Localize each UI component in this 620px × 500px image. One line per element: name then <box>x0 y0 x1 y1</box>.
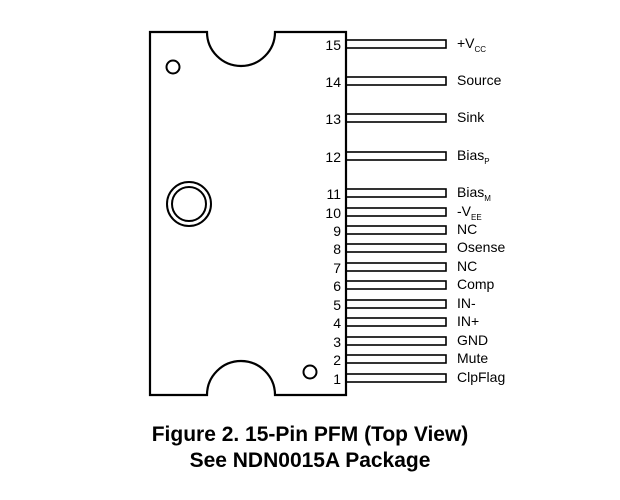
pin-name: IN- <box>457 295 476 311</box>
pin-14: 14 Source <box>325 72 501 90</box>
pin-name-main: Comp <box>457 276 495 292</box>
pin-4: 4 IN+ <box>333 313 479 331</box>
pin-lead <box>345 262 447 272</box>
pin-name: NC <box>457 221 477 237</box>
pin-10: 10 -VEE <box>325 203 481 222</box>
pin-name-main: Bias <box>457 184 484 200</box>
pin-15: 15 +VCC <box>325 35 486 54</box>
package-body <box>148 30 348 397</box>
pin-name: IN+ <box>457 313 479 329</box>
pin-lead <box>345 336 447 346</box>
pin-number: 13 <box>325 111 341 127</box>
pin-name-main: Osense <box>457 239 505 255</box>
pin-number: 15 <box>325 37 341 53</box>
pin-12: 12 BiasP <box>325 147 489 166</box>
pin-lead <box>345 354 447 364</box>
pin-name-main: Bias <box>457 147 484 163</box>
pin-number: 3 <box>333 334 341 350</box>
pin-1: 1 ClpFlag <box>333 369 505 387</box>
pin-number: 4 <box>333 315 341 331</box>
pin-name: GND <box>457 332 488 348</box>
pin-9: 9 NC <box>333 221 477 239</box>
pin-lead <box>345 188 447 198</box>
mounting-hole-inner <box>171 186 207 222</box>
pin-number: 10 <box>325 205 341 221</box>
pin-name: Sink <box>457 109 485 125</box>
pin-6: 6 Comp <box>333 276 494 294</box>
pin-13: 13 Sink <box>325 109 485 127</box>
pin-number: 6 <box>333 278 341 294</box>
pin1-indicator-dot <box>302 364 318 380</box>
pin-name-main: Source <box>457 72 502 88</box>
pin-number: 9 <box>333 223 341 239</box>
pin-lead <box>345 76 447 86</box>
mounting-hole-outer <box>166 181 212 227</box>
pin-lead <box>345 225 447 235</box>
pin-name-main: IN+ <box>457 313 479 329</box>
pin-7: 7 NC <box>333 258 477 276</box>
pin-name-main: ClpFlag <box>457 369 505 385</box>
pin-name: Source <box>457 72 502 88</box>
pin-name: -VEE <box>457 203 482 222</box>
pin-lead <box>345 280 447 290</box>
pin-number: 2 <box>333 352 341 368</box>
pin-number: 5 <box>333 297 341 313</box>
pin-name-main: Mute <box>457 350 488 366</box>
pin-lead <box>345 39 447 49</box>
pin-name-main: Sink <box>457 109 485 125</box>
pin-number: 12 <box>325 149 341 165</box>
pin-name: ClpFlag <box>457 369 505 385</box>
pin-name-main: IN- <box>457 295 476 311</box>
pin-number: 1 <box>333 371 341 387</box>
pin-name: Comp <box>457 276 495 292</box>
pin-name-subscript: CC <box>475 45 487 54</box>
pin-name-main: NC <box>457 258 477 274</box>
pin-name-subscript: M <box>484 194 491 203</box>
alignment-hole-small <box>165 59 181 75</box>
pin-name: BiasP <box>457 147 490 166</box>
pin-number: 14 <box>325 74 341 90</box>
pin-name: Mute <box>457 350 488 366</box>
pin-name: Osense <box>457 239 505 255</box>
pin-number: 11 <box>326 186 341 202</box>
pin-11: 11 BiasM <box>326 184 491 203</box>
pin-3: 3 GND <box>333 332 488 350</box>
pin-8: 8 Osense <box>333 239 505 257</box>
pin-name: NC <box>457 258 477 274</box>
pin-name-subscript: EE <box>471 213 482 222</box>
pin-lead <box>345 207 447 217</box>
pin-name-main: -V <box>457 203 472 219</box>
pin-name-main: +V <box>457 35 475 51</box>
pin-lead <box>345 151 447 161</box>
figure-caption-package: See NDN0015A Package <box>189 449 431 472</box>
pin-5: 5 IN- <box>333 295 476 313</box>
pin-2: 2 Mute <box>333 350 488 368</box>
pin-lead <box>345 373 447 383</box>
pin-name-main: GND <box>457 332 488 348</box>
pin-lead <box>345 299 447 309</box>
figure-caption-title: Figure 2. 15-Pin PFM (Top View) <box>151 423 469 446</box>
pin-number: 7 <box>333 260 341 276</box>
pin-name: BiasM <box>457 184 491 203</box>
pin-lead <box>345 317 447 327</box>
pin-lead <box>345 113 447 123</box>
pin-name-subscript: P <box>484 157 489 166</box>
pin-name-main: NC <box>457 221 477 237</box>
pin-name: +VCC <box>457 35 486 54</box>
pin-number: 8 <box>333 241 341 257</box>
pin-lead <box>345 243 447 253</box>
